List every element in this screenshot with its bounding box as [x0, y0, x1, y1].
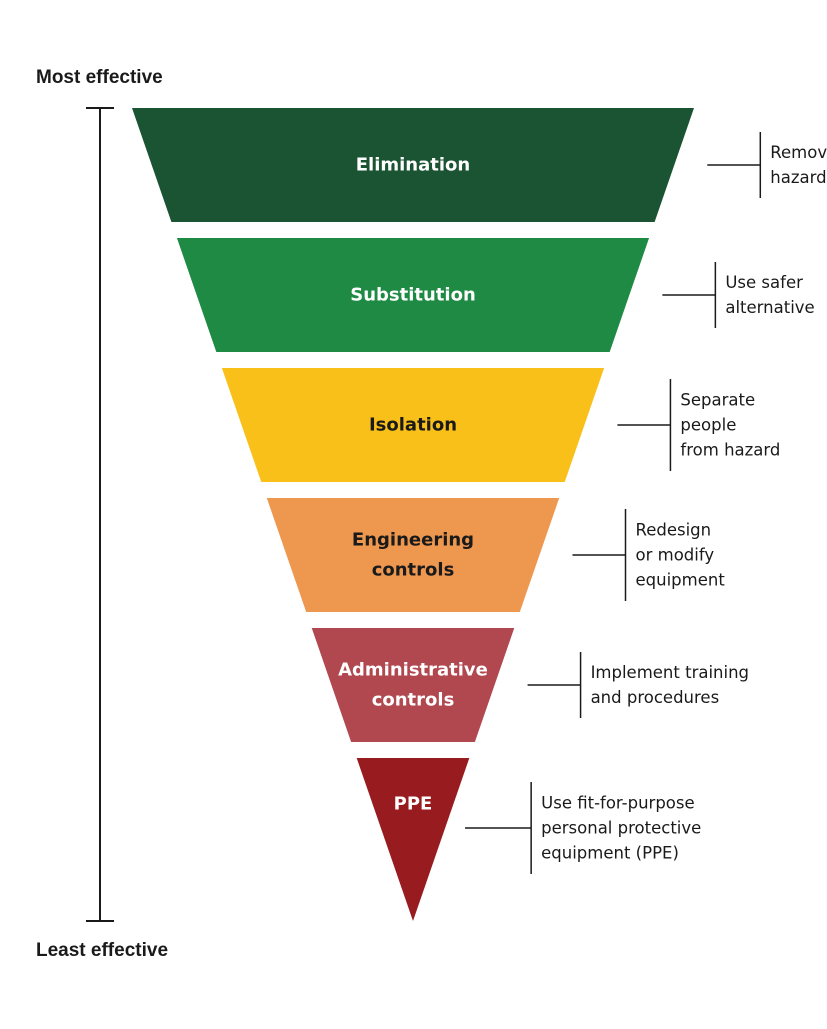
description-ppe: Use fit-for-purpose: [541, 794, 695, 813]
description-administrative-controls: and procedures: [591, 688, 720, 707]
description-administrative-controls: Implement training: [591, 663, 749, 682]
level-engineering-controls: Engineering controls Redesign or modify equi…: [266, 498, 726, 612]
level-label-administrative-controls: controls: [372, 690, 455, 711]
level-band-administrative-controls: [311, 628, 515, 742]
description-substitution: alternative: [725, 298, 814, 317]
description-ppe: equipment (PPE): [541, 844, 679, 863]
description-isolation: from hazard: [680, 441, 780, 460]
most-effective-label: Most effective: [36, 67, 163, 88]
description-engineering-controls: Redesign: [636, 521, 712, 540]
level-label-substitution: Substitution: [350, 285, 476, 306]
level-administrative-controls: Administrative controls Implement training…: [311, 628, 749, 742]
level-label-elimination: Elimination: [356, 155, 470, 176]
level-substitution: Substitution Use safer alternative: [176, 238, 815, 352]
description-engineering-controls: equipment: [636, 571, 726, 590]
description-engineering-controls: or modify: [636, 546, 715, 565]
level-band-isolation: [221, 368, 605, 482]
level-band-ppe: [356, 758, 470, 921]
least-effective-label: Least effective: [36, 940, 169, 961]
description-elimination: hazard: [770, 168, 826, 187]
level-ppe: PPE Use fit-for-purpose personal protectiv…: [356, 758, 701, 921]
level-label-administrative-controls: Administrative: [338, 660, 488, 681]
level-label-isolation: Isolation: [369, 415, 457, 436]
level-label-engineering-controls: controls: [372, 560, 455, 581]
level-band-substitution: [176, 238, 650, 352]
level-elimination: Elimination Remove hazard: [132, 108, 827, 222]
description-elimination: Remove: [770, 143, 827, 162]
level-label-engineering-controls: Engineering: [352, 530, 474, 551]
level-band-engineering-controls: [266, 498, 560, 612]
level-isolation: Isolation Separate people from hazard: [221, 368, 780, 482]
level-band-elimination: [132, 108, 694, 222]
level-label-ppe: PPE: [394, 794, 433, 815]
description-isolation: Separate: [680, 391, 755, 410]
description-isolation: people: [680, 416, 736, 435]
description-substitution: Use safer: [725, 273, 803, 292]
effectiveness-scale-bar: [86, 107, 114, 922]
description-ppe: personal protective: [541, 819, 701, 838]
